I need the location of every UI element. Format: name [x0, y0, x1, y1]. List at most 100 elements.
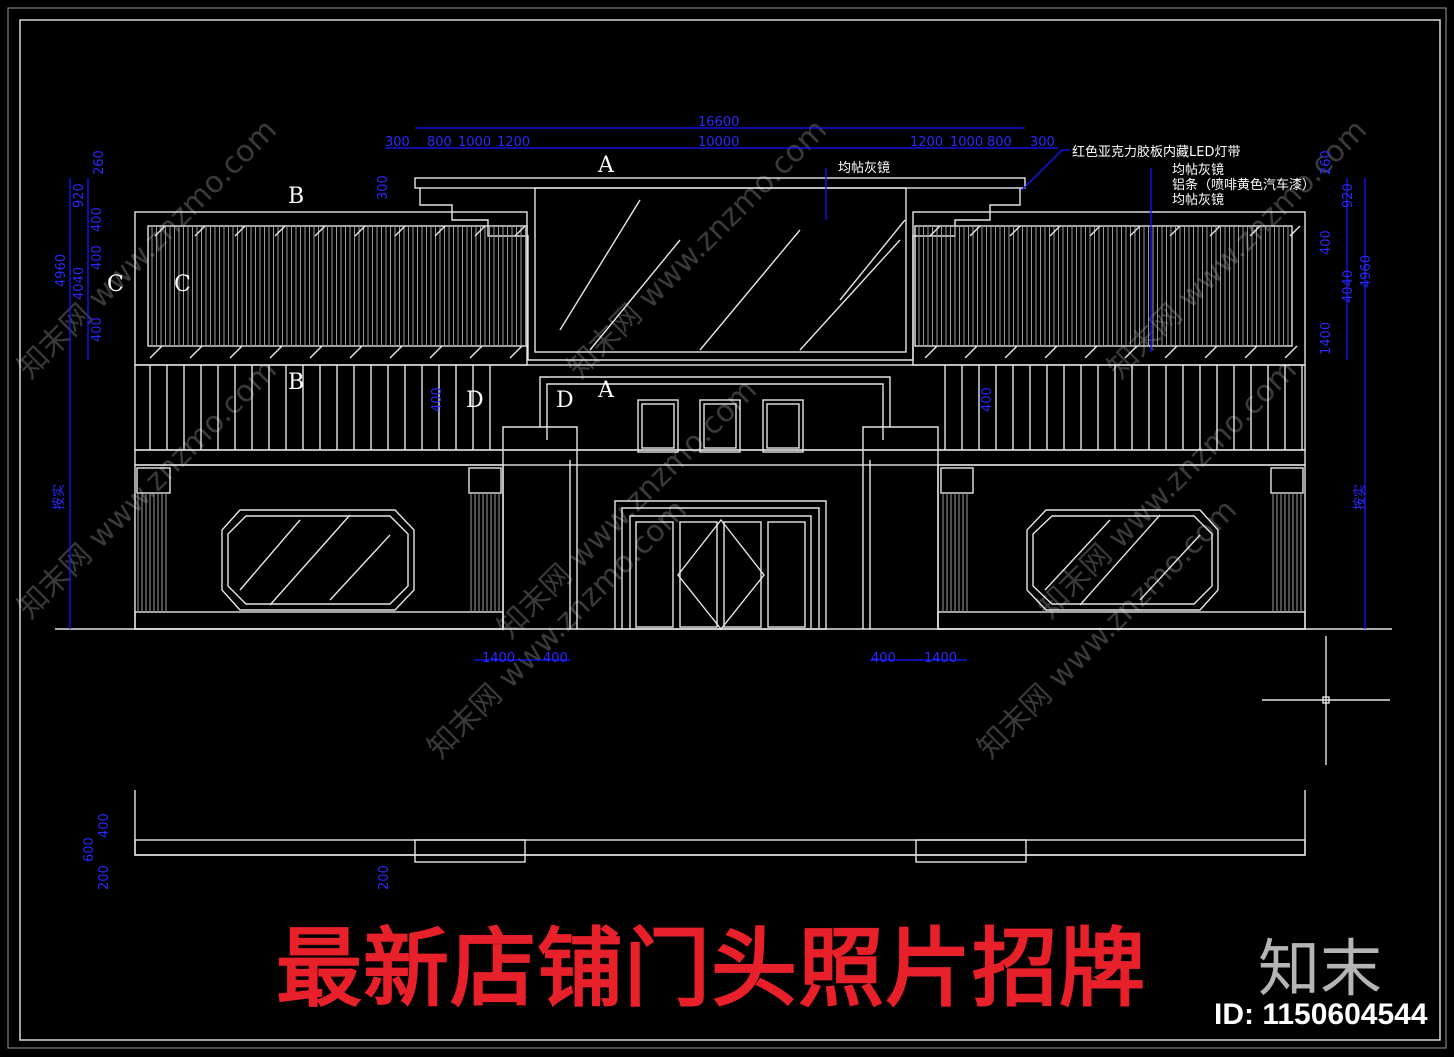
plan-step [915, 839, 1027, 863]
hatch-line [154, 225, 166, 237]
hatch-line [389, 345, 403, 359]
door-panel [767, 521, 806, 628]
door-frame [621, 507, 820, 629]
dim-text: 400 [90, 207, 105, 232]
page-title: 最新店铺门头照片招牌 [276, 919, 1146, 1019]
annotation-mirror: 均帖灰镜 [1172, 193, 1224, 208]
hatch-line [349, 345, 363, 359]
small-window-inner [703, 403, 737, 449]
watermark-text: 知末网 www.znzmo.com [491, 373, 764, 646]
small-window [699, 399, 741, 453]
hatch-line [1009, 225, 1021, 237]
glass-hatch [1079, 514, 1161, 606]
image-id: ID: 1150604544 [1214, 998, 1428, 1031]
glass-hatch [839, 219, 906, 301]
hatch-line [309, 345, 323, 359]
left-plinth [134, 611, 504, 630]
dim-text: 920 [72, 183, 87, 208]
section-mark-c: C [174, 272, 191, 297]
plan-base [134, 839, 1306, 856]
hatch-line [1124, 345, 1138, 359]
elevation [55, 177, 1392, 863]
hatch-line [1004, 345, 1018, 359]
pier-left [540, 426, 578, 629]
left-octagon-window [221, 509, 415, 611]
section-mark-a: A [597, 378, 615, 403]
dim-text: 1400 [924, 651, 957, 666]
dim-text: 4040 [1341, 270, 1356, 303]
hatch-line [1169, 225, 1181, 237]
entrance-door [614, 500, 827, 630]
glass-hatch [799, 239, 901, 351]
dim-text: 400 [90, 245, 105, 270]
outer-frame [7, 7, 1447, 1049]
section-mark-b: B [288, 370, 304, 395]
annotation-aluminium: 铝条（喷啡黄色汽车漆） [1172, 177, 1315, 193]
section-mark-a: A [597, 153, 615, 178]
glass-hatch [329, 534, 391, 601]
door-panel [723, 521, 762, 628]
dim-text: 4040 [72, 267, 87, 300]
hatch-line [354, 225, 366, 237]
dim-text: 260 [92, 150, 107, 175]
hatch-line [429, 345, 443, 359]
plan-step [414, 839, 526, 863]
hatch-line [514, 225, 526, 237]
glass-hatch [269, 514, 351, 606]
dim-text: 400 [430, 387, 445, 412]
right-octagon-window [1026, 509, 1219, 611]
hatch-line [274, 225, 286, 237]
dim-text: 1200 [497, 135, 530, 150]
hatch-line [474, 225, 486, 237]
plan-outline [134, 790, 1306, 856]
hatch-line [1044, 345, 1058, 359]
dim-text: 400 [97, 813, 112, 838]
glass-hatch [1044, 519, 1111, 591]
door-diamond [677, 518, 765, 631]
dim-text: 200 [377, 865, 392, 890]
dim-overall: 16600 [698, 115, 739, 130]
section-mark-d: D [466, 388, 484, 413]
section-mark-c: C [107, 272, 124, 297]
left-wing [134, 211, 528, 366]
hatch-line [1084, 345, 1098, 359]
dim-text: 400 [980, 387, 995, 412]
hatch-line [1249, 225, 1261, 237]
hatch-line [314, 225, 326, 237]
dim-text: 1000 [950, 135, 983, 150]
hatch-line [1244, 345, 1258, 359]
hatch-line [434, 225, 446, 237]
dim-text: 1000 [458, 135, 491, 150]
hatch-line [229, 345, 243, 359]
hatch-line [1289, 225, 1301, 237]
hatch-line [189, 345, 203, 359]
hatch-line [969, 225, 981, 237]
dim-text: 200 [97, 865, 112, 890]
dimensions [69, 127, 1366, 661]
hatch-line [964, 345, 978, 359]
glass-hatch [239, 519, 301, 591]
glass-hatch [559, 199, 641, 331]
hatch-line [1284, 345, 1298, 359]
small-window-inner [766, 403, 800, 449]
capital [940, 467, 974, 494]
small-window-inner [641, 403, 675, 449]
hatch-line [269, 345, 283, 359]
hatch-line [1164, 345, 1178, 359]
hatch-line [394, 225, 406, 237]
hatch-line [194, 225, 206, 237]
sign-cap [414, 177, 1026, 189]
dim-text: 按实 [1353, 484, 1368, 510]
hatch-line [1209, 225, 1221, 237]
dim-text: 10000 [698, 135, 739, 150]
door-panel [635, 521, 674, 628]
left-louver [147, 225, 528, 347]
inner-frame [19, 19, 1441, 1041]
dim-text: 260 [1319, 150, 1334, 175]
section-mark-b: B [288, 184, 304, 209]
brand-logo: 知末 [1258, 932, 1383, 1005]
window-inner [1032, 515, 1213, 605]
hatch-line [1089, 225, 1101, 237]
